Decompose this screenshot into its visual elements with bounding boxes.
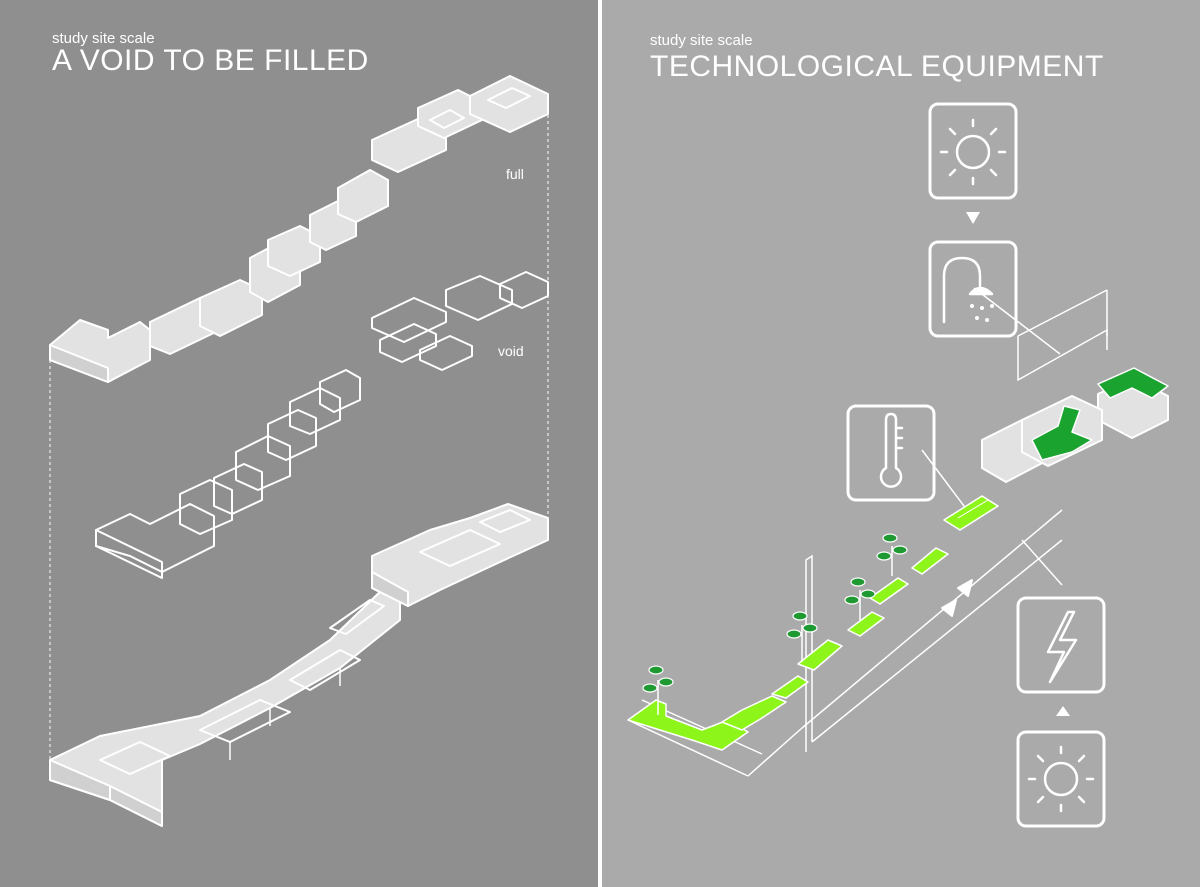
tree-icon xyxy=(844,577,876,620)
left-panel: study site scale A VOID TO BE FILLED ful… xyxy=(0,0,598,887)
void-piece xyxy=(371,271,549,371)
connector-thermometer xyxy=(921,449,968,511)
equipped-building xyxy=(981,367,1169,483)
filled-building-strip xyxy=(49,503,549,827)
equipment-diagram xyxy=(627,102,1169,828)
street-strip xyxy=(627,289,1108,777)
label-full: full xyxy=(506,166,524,182)
label-void: void xyxy=(498,343,524,359)
arrow-down-icon xyxy=(966,212,980,224)
sun-icon xyxy=(1016,730,1106,828)
shower-icon xyxy=(928,240,1018,338)
outline-building-strip xyxy=(95,369,361,579)
void-diagram xyxy=(49,75,549,827)
right-panel: study site scale TECHNOLOGICAL EQUIPMENT xyxy=(602,0,1200,887)
sun-icon xyxy=(928,102,1018,200)
left-subtitle: study site scale xyxy=(52,30,155,47)
right-subtitle: study site scale xyxy=(650,32,753,49)
lamp-device-icon xyxy=(941,579,973,617)
arrow-up-icon xyxy=(1056,706,1070,716)
connector-lightning xyxy=(1021,539,1063,586)
right-title: TECHNOLOGICAL EQUIPMENT xyxy=(650,50,1104,83)
tree-icon xyxy=(642,665,674,715)
thermometer-icon xyxy=(846,404,936,502)
tree-icon xyxy=(876,533,908,576)
left-title: A VOID TO BE FILLED xyxy=(52,44,369,77)
lightning-icon xyxy=(1016,596,1106,694)
full-building-strip xyxy=(49,75,549,383)
green-patches xyxy=(627,495,999,751)
tree-icon xyxy=(786,611,818,662)
